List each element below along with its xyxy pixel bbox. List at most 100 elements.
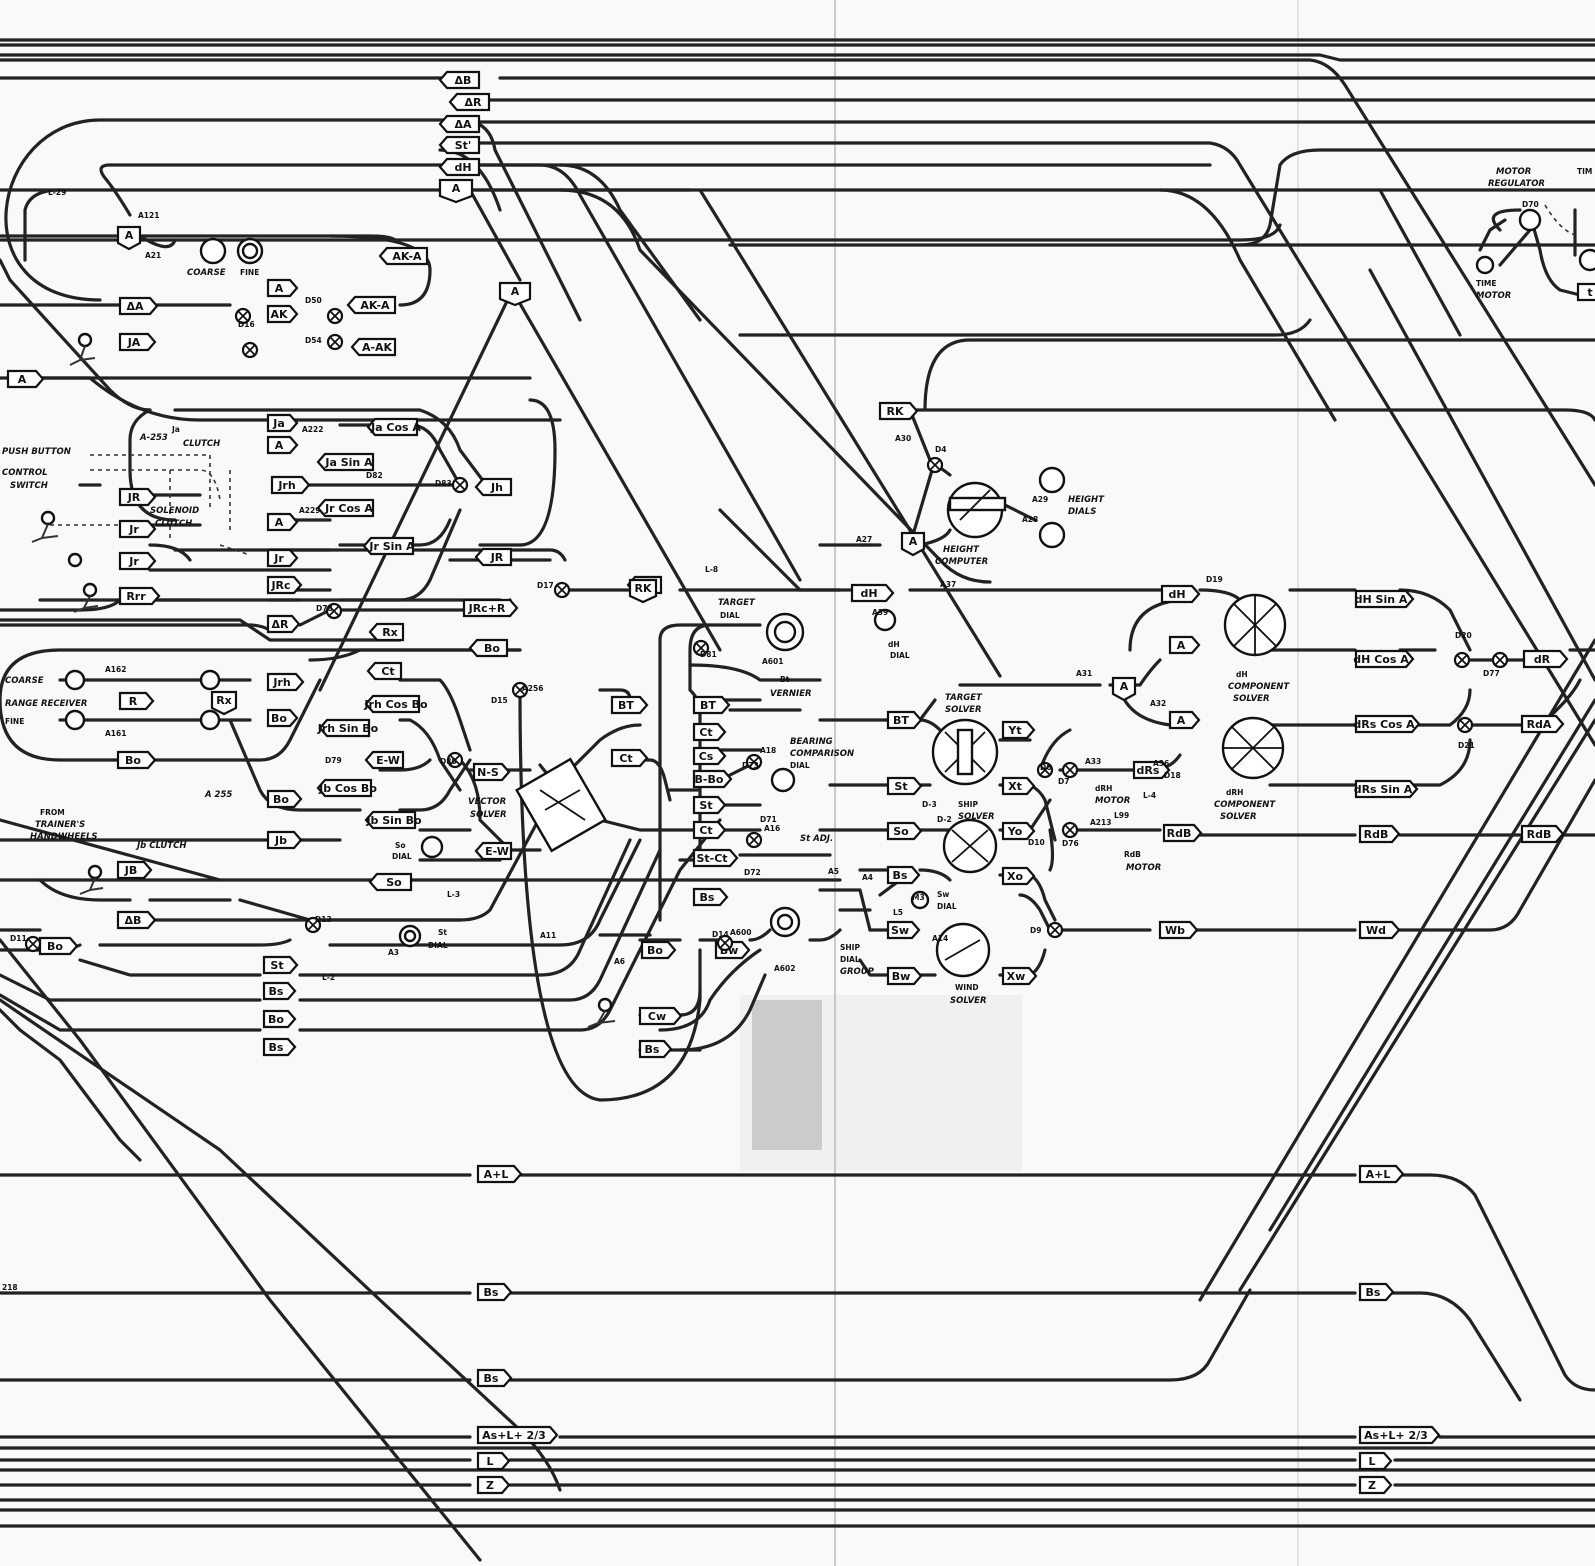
signal-flag: Bs: [262, 1037, 297, 1057]
signal-flag: Jr Cos A: [316, 498, 375, 518]
signal-flag: RdB: [1520, 824, 1565, 844]
signal-flag: ΔA: [438, 114, 481, 134]
diagram-label: HEIGHT: [1068, 495, 1105, 505]
signal-flag: Bo: [640, 940, 677, 960]
flag-label: As+L+ 2/3: [482, 1429, 546, 1442]
flag-label: RdB: [1527, 828, 1552, 841]
diagram-label: L-2: [322, 973, 335, 982]
signal-flag: JR: [474, 547, 513, 567]
wind-solver-icon: [935, 922, 991, 978]
signal-flag: Bs: [476, 1282, 513, 1302]
signal-flag: Rx: [210, 690, 238, 716]
diagram-label: TRAINER'S: [35, 820, 85, 830]
diagram-label: A3: [388, 948, 399, 957]
signal-flag: Ct: [692, 722, 727, 742]
differential-node-icon: [241, 341, 259, 359]
diagram-label: L5: [893, 908, 903, 917]
signal-flag: R: [118, 691, 155, 711]
diagram-label: TARGET: [718, 598, 756, 608]
flag-label: Bo: [273, 793, 289, 806]
signal-flag: As+L+ 2/3: [476, 1425, 559, 1445]
diagram-label: A18: [760, 746, 776, 755]
flag-label: L: [1368, 1455, 1375, 1468]
signal-flag: Z: [1358, 1475, 1393, 1495]
differential-node-icon: [326, 307, 344, 325]
diagram-label: D73: [742, 761, 759, 770]
flag-label: R: [129, 695, 138, 708]
differential-node-icon: [325, 602, 343, 620]
flag-label: Cs: [699, 750, 714, 763]
tape-patch: [740, 995, 1022, 1171]
ship-solver-icon: [942, 818, 998, 874]
diagram-label: WIND: [955, 983, 979, 992]
flag-label: dH Sin A: [1355, 593, 1408, 606]
dh-component-solver-icon: [1223, 593, 1287, 657]
flag-label: AK-A: [360, 299, 390, 312]
differential-node-icon: [926, 456, 944, 474]
bearing-comparison-dial-icon: [770, 767, 796, 793]
diagram-label: SOLVER: [1233, 694, 1270, 704]
signal-flag: Jr Sin A: [362, 536, 415, 556]
flag-label: Jr: [128, 555, 139, 568]
signal-flag: St: [262, 955, 299, 975]
differential-node-icon: [1061, 821, 1079, 839]
signal-flag: ΔB: [438, 70, 481, 90]
signal-flag: E-W: [474, 841, 513, 861]
flag-label: JRc: [270, 579, 290, 592]
signal-flag: Jb: [266, 830, 303, 850]
diagram-label: D17: [537, 581, 554, 590]
diagram-label: dRH: [1095, 784, 1112, 793]
flag-label: Bo: [47, 940, 63, 953]
flag-label: A: [275, 516, 284, 529]
signal-flag: Xo: [1001, 866, 1036, 886]
flag-label: BT: [700, 699, 716, 712]
differential-node-icon: [511, 681, 529, 699]
flag-label: B-Bo: [695, 773, 724, 786]
diagram-label: MOTOR: [1476, 291, 1511, 301]
diagram-label: D80: [440, 757, 457, 766]
diagram-label: HANDWHEELS: [30, 832, 98, 842]
diagram-label: DIAL: [392, 852, 412, 861]
signal-flag: RdB: [1358, 824, 1401, 844]
signal-flag: Xt: [1001, 776, 1036, 796]
diagram-label: D78: [316, 604, 333, 613]
flag-label: Ja Sin A: [324, 456, 373, 469]
diagram-label: A32: [1150, 699, 1166, 708]
signal-flag: Yt: [1001, 720, 1036, 740]
diagram-label: SHIP: [840, 943, 860, 952]
top-bus: [0, 38, 1595, 747]
target-dial-inner-icon: [773, 620, 797, 644]
diagram-label: FINE: [240, 268, 259, 277]
so-dial-icon: [420, 835, 444, 859]
flag-label: Rx: [382, 626, 398, 639]
diagram-label: RdB: [1124, 850, 1141, 859]
flag-label: RdA: [1527, 718, 1552, 731]
diagram-label: SHIP: [958, 800, 978, 809]
flag-label: L: [486, 1455, 493, 1468]
diagram-label: D19: [1206, 575, 1223, 584]
diagram-label: A 255: [204, 790, 232, 800]
diagram-label: D-2: [937, 815, 952, 824]
coarse-receiver-dial-icon: [64, 669, 86, 691]
diagram-label: DIAL: [720, 611, 740, 620]
diagram-label: D18: [1164, 771, 1181, 780]
flag-label: ΔB: [125, 914, 142, 927]
flag-label: St: [699, 799, 712, 812]
flag-label: So: [893, 825, 909, 838]
diagram-label: SOLVER: [958, 812, 995, 822]
signal-flag: Ja Cos A: [366, 417, 421, 437]
flag-label: JB: [124, 864, 137, 877]
flag-label: AK: [270, 308, 288, 321]
differential-node-icon: [716, 934, 734, 952]
drh-component-solver-icon: [1221, 716, 1285, 780]
operator-figure-icon: [69, 332, 96, 366]
flag-label: Jr Sin A: [368, 540, 415, 553]
flag-label: Ja: [272, 417, 285, 430]
signal-flag: ΔR: [448, 92, 491, 112]
signal-flag: A: [498, 281, 532, 307]
differential-node-icon: [692, 639, 710, 657]
diagram-label: DIAL: [937, 902, 957, 911]
diagram-label: SOLVER: [950, 996, 987, 1006]
